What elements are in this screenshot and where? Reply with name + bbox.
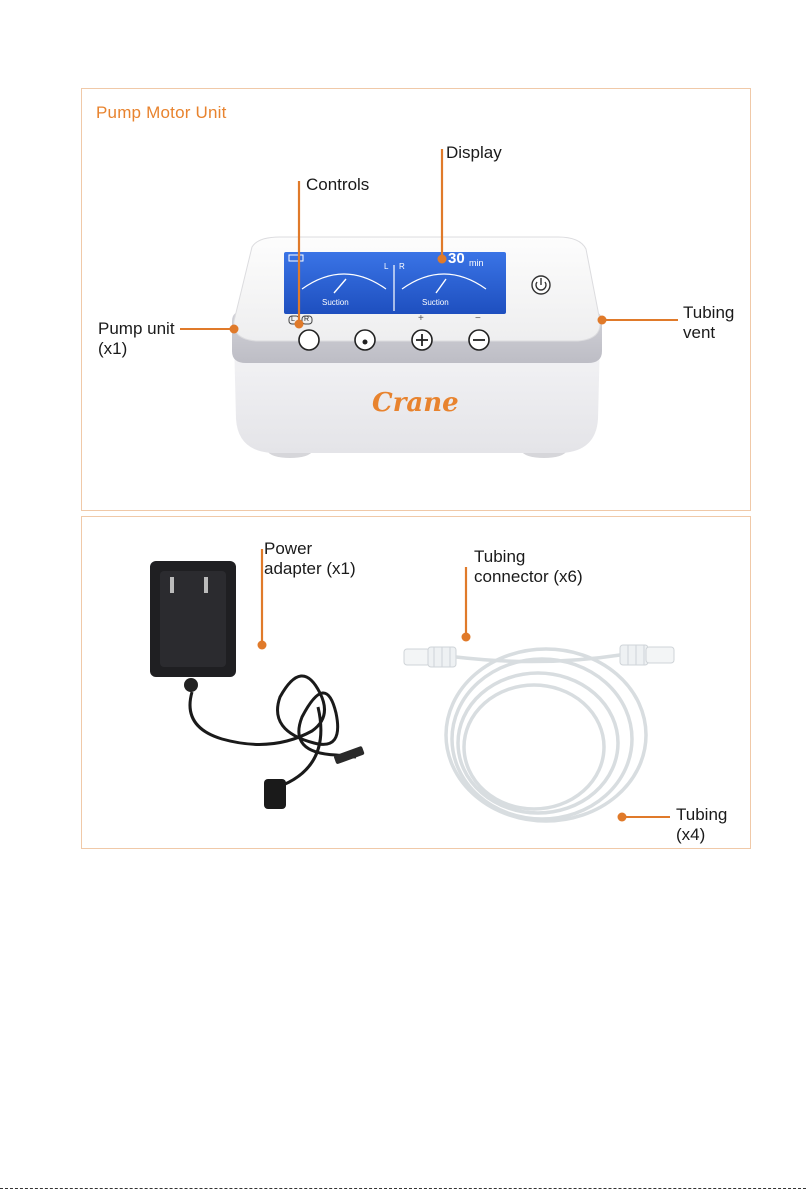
power-adapter-callout: Power adapter (x1) [264,539,356,579]
brand-logo: Crane [372,393,459,413]
tubing-line1: Tubing [676,805,727,825]
pump-unit-qty: (x1) [98,339,175,359]
left-gauge-label: Suction [322,293,349,313]
tubing-connector-line2: connector (x6) [474,567,583,587]
side-l-label: L [291,315,295,324]
pump-motor-unit-panel: Pump Motor Unit [81,88,751,511]
side-select-button [299,330,319,350]
right-gauge-label: Suction [422,293,449,313]
side-r-label: R [304,315,309,324]
tubing-vent-line2: vent [683,323,734,343]
pump-unit-illustration [82,89,752,512]
tubing-connector-line1: Tubing [474,547,583,567]
minus-indicator: − [475,313,481,325]
power-cable [190,676,356,757]
channel-r-label: R [399,257,405,277]
tubing-connector-callout: Tubing connector (x6) [474,547,583,587]
timer-unit: min [469,253,484,273]
plug-tip [333,746,364,765]
tubing-coil [446,649,646,821]
timer-value: 30 [448,249,465,269]
channel-l-label: L [384,257,388,277]
pump-unit-label: Pump unit [98,319,175,338]
controls-callout: Controls [306,175,369,195]
page-bottom-rule [0,1188,806,1189]
accessories-panel: Power adapter (x1) Tubing connector (x6)… [81,516,751,849]
pump-unit-callout: Pump unit (x1) [98,319,175,359]
tubing-line2: (x4) [676,825,727,845]
tubing-connector-left [404,647,456,667]
power-adapter-line1: Power [264,539,356,559]
tubing-vent-line1: Tubing [683,303,734,323]
power-adapter-line2: adapter (x1) [264,559,356,579]
tubing-vent-callout: Tubing vent [683,303,734,343]
tubing-connector-right [620,645,674,665]
tubing-callout: Tubing (x4) [676,805,727,845]
display-callout: Display [446,143,502,163]
accessories-illustration [82,517,752,850]
plus-indicator: + [418,313,424,325]
ferrite-core [264,779,286,809]
